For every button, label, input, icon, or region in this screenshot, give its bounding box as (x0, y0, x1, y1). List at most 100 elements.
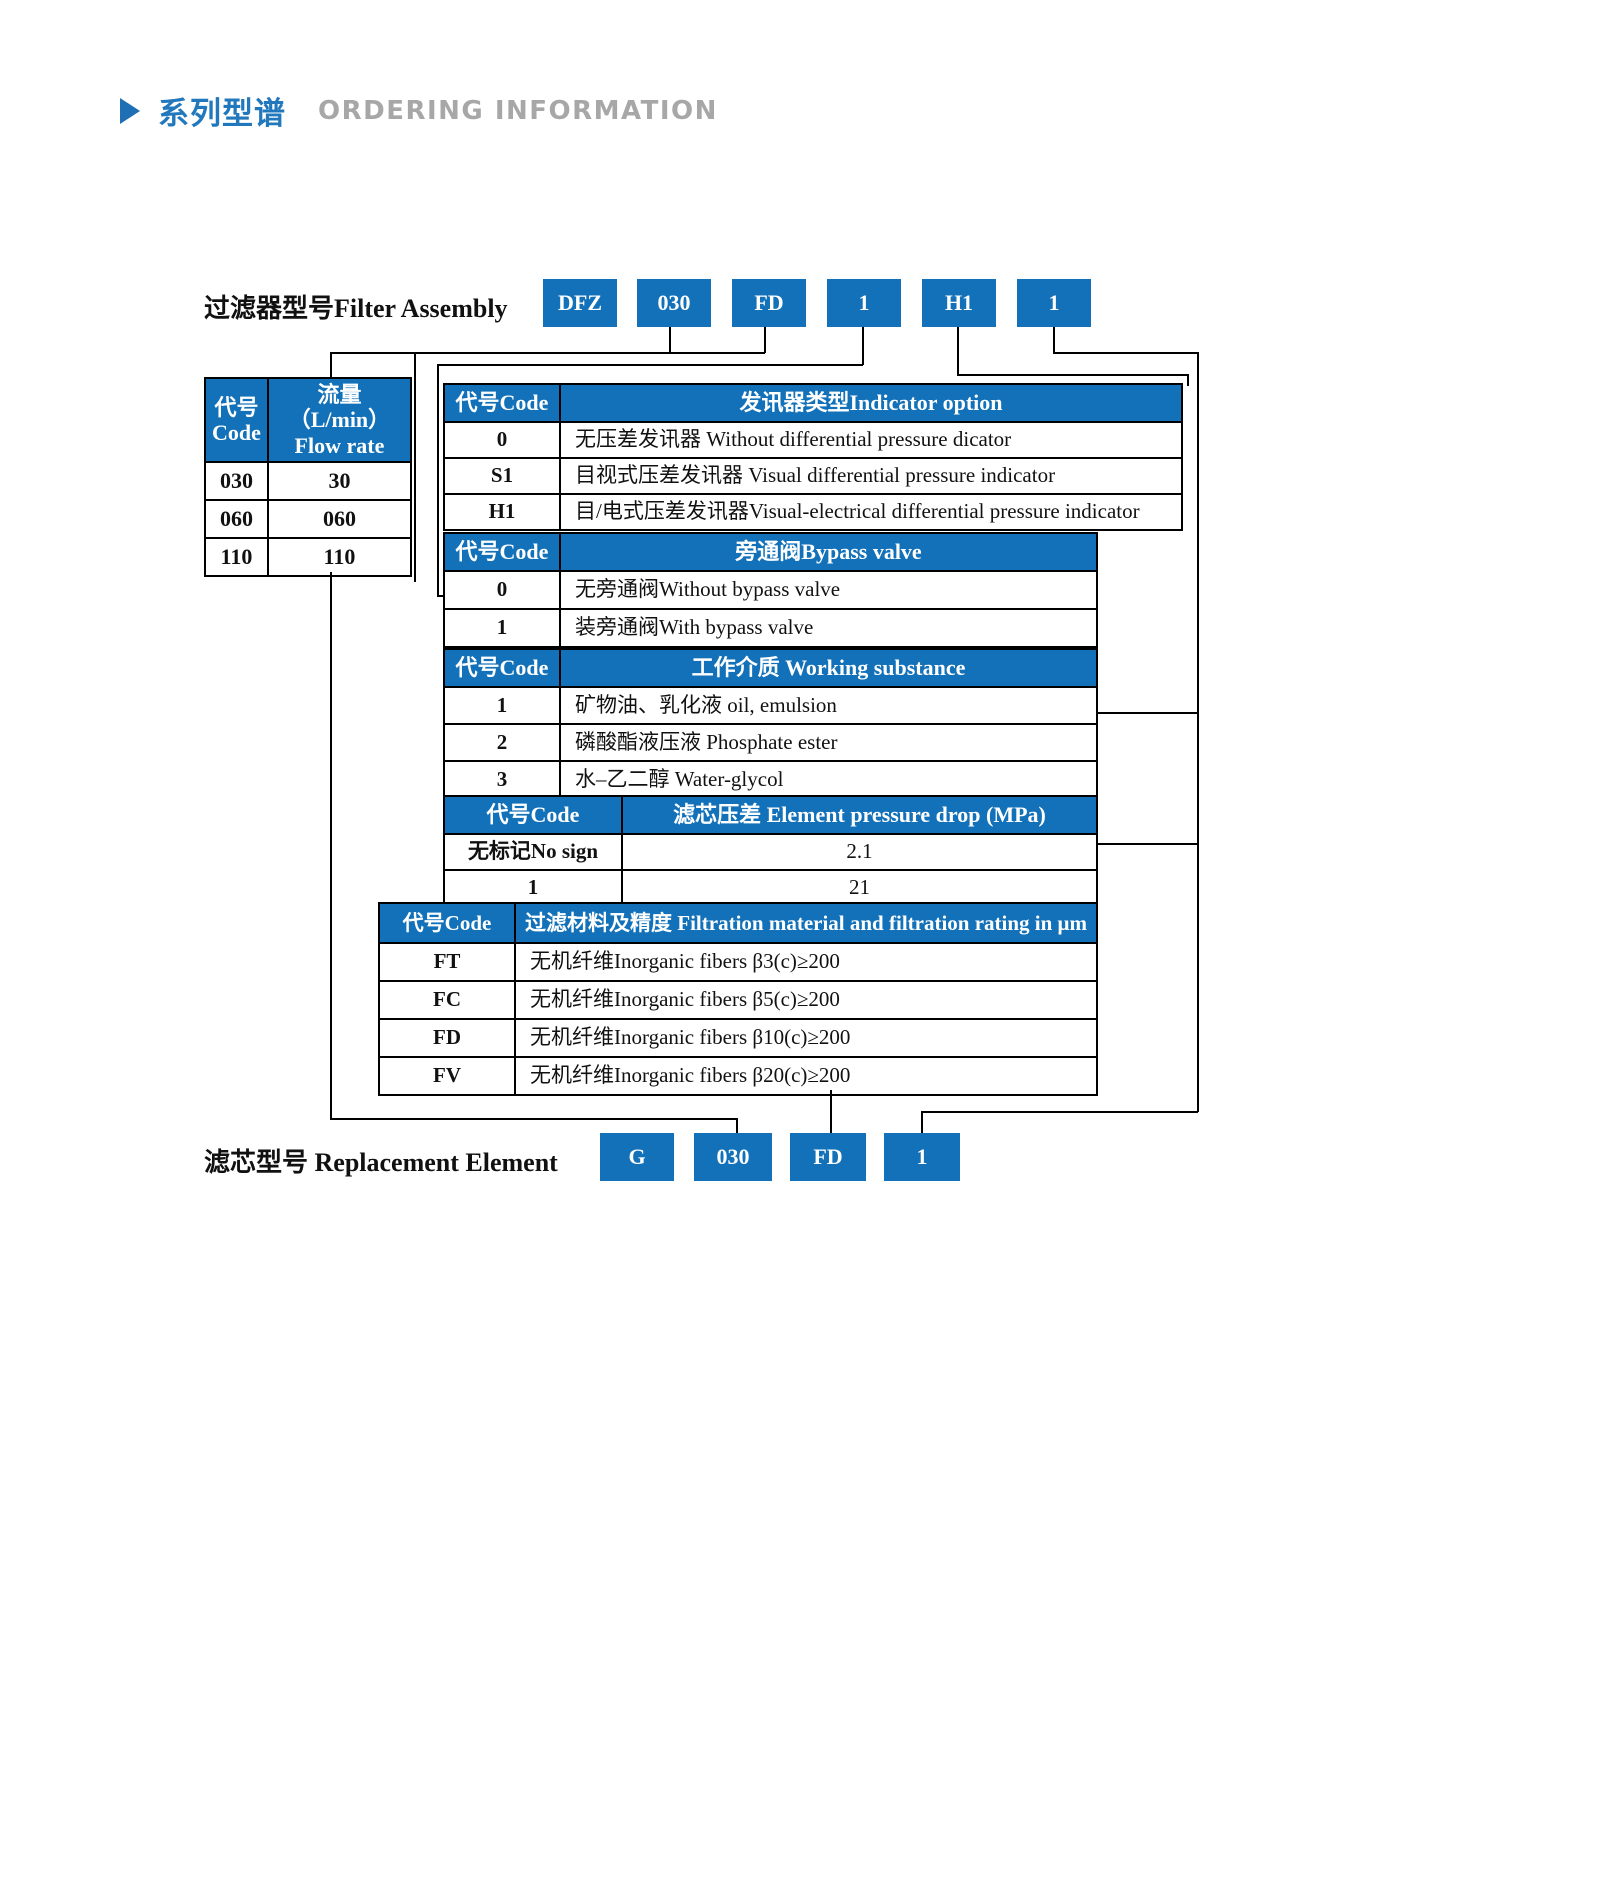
bypass-desc-cell: 装旁通阀With bypass valve (559, 608, 1098, 648)
bypass-code-cell: 1 (443, 608, 561, 648)
filter-code-chip-1[interactable]: DFZ (543, 279, 617, 327)
filter-assembly-label: 过滤器型号Filter Assembly (204, 294, 508, 323)
page-header: 系列型谱 ORDERING INFORMATION (120, 88, 718, 133)
substance-code-cell: 1 (443, 686, 561, 725)
material-desc-cell: 无机纤维Inorganic fibers β20(c)≥200 (514, 1056, 1098, 1096)
connector-line (1187, 374, 1189, 386)
element-code-chip-4[interactable]: 1 (884, 1133, 960, 1181)
material-header-title: 过滤材料及精度 Filtration material and filtrati… (514, 902, 1098, 944)
material-code-cell: FV (378, 1056, 516, 1096)
flow-code-cell: 030 (204, 460, 269, 501)
header-flow-en: Flow rate (294, 432, 385, 458)
element-code-chip-2[interactable]: 030 (694, 1133, 772, 1181)
substance-header-title: 工作介质 Working substance (559, 648, 1098, 688)
indicator-header-code: 代号Code (443, 383, 561, 423)
indicator-option-table: 代号Code 发讯器类型Indicator option 0 无压差发讯器 Wi… (443, 383, 1183, 531)
material-code-cell: FT (378, 942, 516, 982)
connector-line (1053, 327, 1055, 353)
flow-value-cell: 060 (266, 498, 413, 539)
bypass-valve-table: 代号Code 旁通阀Bypass valve 0 无旁通阀Without byp… (443, 532, 1098, 648)
table-row: 0 无压差发讯器 Without differential pressure d… (443, 421, 1183, 459)
table-row: 110 110 (204, 536, 413, 577)
table-row: FV 无机纤维Inorganic fibers β20(c)≥200 (378, 1056, 1098, 1096)
element-code-chip-1[interactable]: G (600, 1133, 674, 1181)
table-row: FT 无机纤维Inorganic fibers β3(c)≥200 (378, 942, 1098, 982)
table-header-row: 代号 Code 流量（L/min） Flow rate (204, 377, 413, 463)
connector-line (862, 327, 864, 365)
connector-line (437, 595, 445, 597)
drop-value-cell: 21 (621, 869, 1098, 907)
connector-line (957, 374, 1189, 376)
filter-code-chip-6[interactable]: 1 (1017, 279, 1091, 327)
bypass-header-code: 代号Code (443, 532, 561, 572)
table-row: H1 目/电式压差发讯器Visual-electrical differenti… (443, 493, 1183, 531)
connector-line (414, 352, 416, 582)
table-row: 无标记No sign 2.1 (443, 833, 1098, 871)
table-header-row: 代号Code 滤芯压差 Element pressure drop (MPa) (443, 795, 1098, 835)
table-row: 3 水–乙二醇 Water-glycol (443, 760, 1098, 799)
filter-code-chip-3[interactable]: FD (732, 279, 806, 327)
filter-code-chip-5[interactable]: H1 (922, 279, 996, 327)
element-pressure-drop-table: 代号Code 滤芯压差 Element pressure drop (MPa) … (443, 795, 1098, 907)
filtration-material-table: 代号Code 过滤材料及精度 Filtration material and f… (378, 902, 1098, 1096)
substance-header-code: 代号Code (443, 648, 561, 688)
connector-line (437, 364, 863, 366)
filter-code-chip-2[interactable]: 030 (637, 279, 711, 327)
header-code-cn: 代号 (214, 394, 259, 420)
bypass-desc-cell: 无旁通阀Without bypass valve (559, 570, 1098, 610)
material-code-cell: FC (378, 980, 516, 1020)
flow-value-cell: 110 (266, 536, 413, 577)
bypass-header-title: 旁通阀Bypass valve (559, 532, 1098, 572)
flow-code-cell: 110 (204, 536, 269, 577)
table-header-row: 代号Code 过滤材料及精度 Filtration material and f… (378, 902, 1098, 944)
connector-line (669, 327, 671, 353)
connector-line (1053, 352, 1198, 354)
table-header-row: 代号Code 工作介质 Working substance (443, 648, 1098, 688)
material-desc-cell: 无机纤维Inorganic fibers β10(c)≥200 (514, 1018, 1098, 1058)
connector-line (921, 1111, 1198, 1113)
table-header-row: 代号Code 旁通阀Bypass valve (443, 532, 1098, 572)
indicator-code-cell: 0 (443, 421, 561, 459)
table-row: FD 无机纤维Inorganic fibers β10(c)≥200 (378, 1018, 1098, 1058)
connector-line (330, 572, 332, 1120)
indicator-desc-cell: 目/电式压差发讯器Visual-electrical differential … (559, 493, 1183, 531)
material-desc-cell: 无机纤维Inorganic fibers β5(c)≥200 (514, 980, 1098, 1020)
substance-desc-cell: 水–乙二醇 Water-glycol (559, 760, 1098, 799)
drop-code-cell: 1 (443, 869, 623, 907)
connector-line (330, 1118, 738, 1120)
table-row: 1 21 (443, 869, 1098, 907)
filter-code-chip-4[interactable]: 1 (827, 279, 901, 327)
connector-line (1097, 843, 1198, 845)
drop-value-cell: 2.1 (621, 833, 1098, 871)
indicator-desc-cell: 无压差发讯器 Without differential pressure dic… (559, 421, 1183, 459)
page-title-cn: 系列型谱 (158, 96, 286, 132)
drop-header-title: 滤芯压差 Element pressure drop (MPa) (621, 795, 1098, 835)
table-row: 060 060 (204, 498, 413, 539)
element-code-chip-3[interactable]: FD (790, 1133, 866, 1181)
substance-code-cell: 2 (443, 723, 561, 762)
material-code-cell: FD (378, 1018, 516, 1058)
table-row: 1 装旁通阀With bypass valve (443, 608, 1098, 648)
triangle-right-icon (120, 97, 140, 124)
table-row: 2 磷酸酯液压液 Phosphate ester (443, 723, 1098, 762)
material-header-code: 代号Code (378, 902, 516, 944)
connector-line (414, 352, 765, 354)
indicator-header-title: 发讯器类型Indicator option (559, 383, 1183, 423)
indicator-code-cell: H1 (443, 493, 561, 531)
bypass-code-cell: 0 (443, 570, 561, 610)
table-row: 1 矿物油、乳化液 oil, emulsion (443, 686, 1098, 725)
flow-code-cell: 060 (204, 498, 269, 539)
substance-code-cell: 3 (443, 760, 561, 799)
table-row: FC 无机纤维Inorganic fibers β5(c)≥200 (378, 980, 1098, 1020)
material-desc-cell: 无机纤维Inorganic fibers β3(c)≥200 (514, 942, 1098, 982)
page-title-en: ORDERING INFORMATION (318, 95, 718, 126)
connector-line (1197, 352, 1199, 1112)
connector-line (330, 352, 332, 378)
connector-line (1097, 712, 1198, 714)
connector-line (921, 1112, 923, 1136)
table-row: 030 30 (204, 460, 413, 501)
flow-table-header-flow: 流量（L/min） Flow rate (266, 377, 413, 463)
connector-line (736, 1118, 738, 1136)
indicator-desc-cell: 目视式压差发讯器 Visual differential pressure in… (559, 457, 1183, 495)
header-code-en: Code (212, 419, 261, 445)
